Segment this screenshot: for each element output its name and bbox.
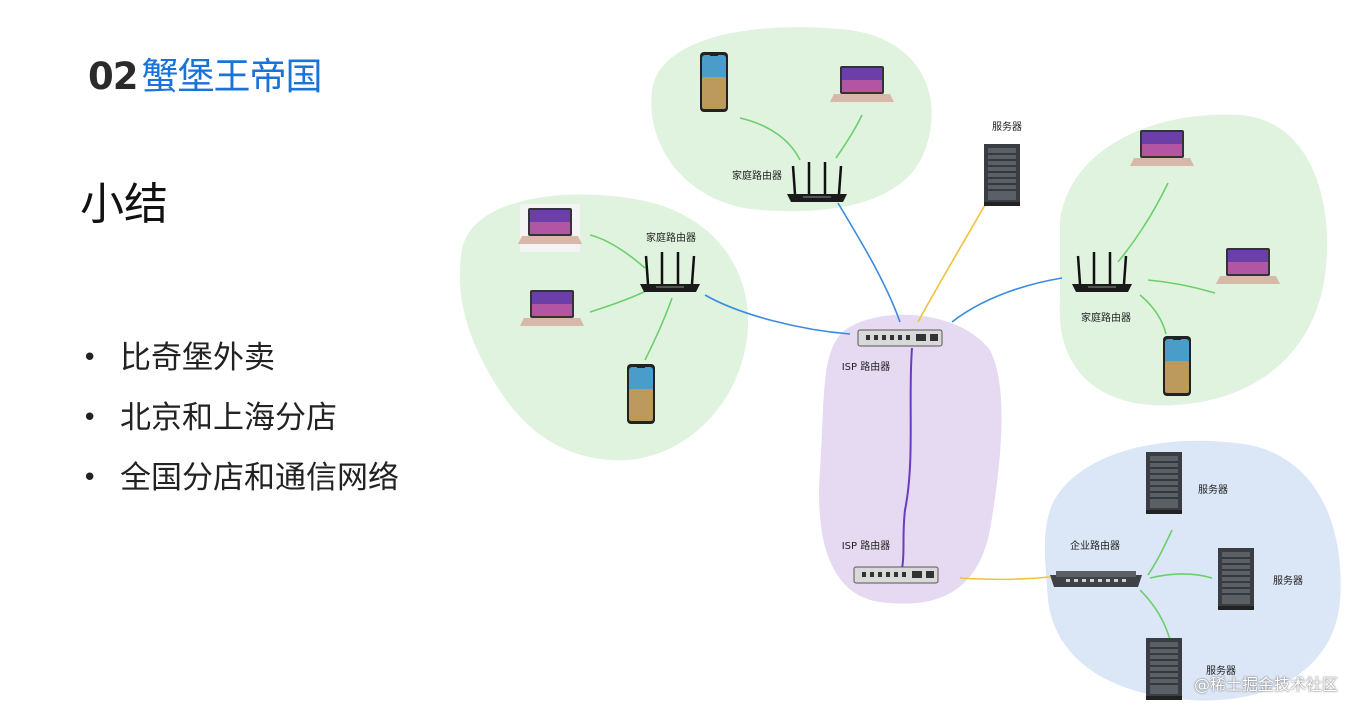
bullet-item: • 全国分店和通信网络	[82, 458, 399, 518]
wifi-link	[1149, 573, 1213, 579]
bullet-item: • 北京和上海分店	[82, 398, 399, 458]
bullet-text: 全国分店和通信网络	[120, 460, 399, 496]
home-router-label: 家庭路由器	[732, 169, 782, 182]
server-label: 服务器	[1273, 574, 1303, 587]
server-icon	[1145, 451, 1183, 515]
isp-router-icon	[857, 329, 943, 347]
server-label: 服务器	[1206, 664, 1236, 677]
isp-router-label: ISP 路由器	[842, 539, 891, 552]
wifi-link	[835, 114, 863, 159]
bullet-list: • 比奇堡外卖 • 北京和上海分店 • 全国分店和通信网络	[82, 338, 399, 518]
isp-link	[837, 202, 901, 323]
wifi-link	[739, 117, 801, 161]
wifi-link	[1147, 279, 1216, 294]
bullet-dot-icon: •	[82, 403, 98, 433]
isp-link	[951, 277, 1063, 323]
home-network-zone-top	[651, 27, 932, 212]
wifi-link	[589, 289, 649, 313]
phone-icon	[1163, 336, 1191, 396]
bullet-text: 比奇堡外卖	[120, 340, 275, 376]
wifi-link	[1147, 529, 1173, 576]
phone-icon	[627, 364, 655, 424]
wifi-link	[644, 297, 673, 361]
server-icon	[983, 143, 1021, 207]
enterprise-router-icon	[1050, 571, 1142, 587]
watermark-footer: @稀土掘金技术社区	[1193, 675, 1338, 694]
phone-icon	[700, 52, 728, 112]
wifi-link	[589, 234, 646, 269]
wifi-link	[1139, 294, 1167, 335]
server-icon	[1217, 547, 1255, 611]
home-network-zone-right	[1059, 114, 1328, 406]
enterprise-network-zone	[1044, 440, 1341, 701]
wifi-links	[589, 114, 1216, 641]
enterprise-router-label: 企业路由器	[1070, 539, 1120, 552]
section-name: 蟹堡王帝国	[141, 55, 323, 98]
bullet-dot-icon: •	[82, 343, 98, 373]
home-router-label: 家庭路由器	[646, 231, 696, 244]
isp-links	[704, 202, 1063, 335]
isp-router-label: ISP 路由器	[842, 360, 891, 373]
wifi-link	[1117, 182, 1169, 263]
section-number: 02	[88, 55, 138, 98]
home-router-label: 家庭路由器	[1081, 311, 1131, 324]
home-network-zone-left	[459, 194, 749, 461]
server-link	[917, 204, 986, 323]
page-title: 小结	[80, 179, 168, 230]
backbone-link	[901, 347, 913, 569]
wifi-link	[1139, 589, 1171, 641]
server-label: 服务器	[1198, 483, 1228, 496]
bullet-item: • 比奇堡外卖	[82, 338, 399, 398]
server-links	[917, 204, 1051, 581]
server-label: 服务器	[992, 120, 1022, 133]
isp-router-icon	[853, 566, 939, 584]
bullet-text: 北京和上海分店	[120, 400, 337, 436]
server-icon	[1145, 637, 1183, 701]
isp-link	[704, 294, 851, 335]
server-link	[959, 576, 1051, 581]
bullet-dot-icon: •	[82, 463, 98, 493]
